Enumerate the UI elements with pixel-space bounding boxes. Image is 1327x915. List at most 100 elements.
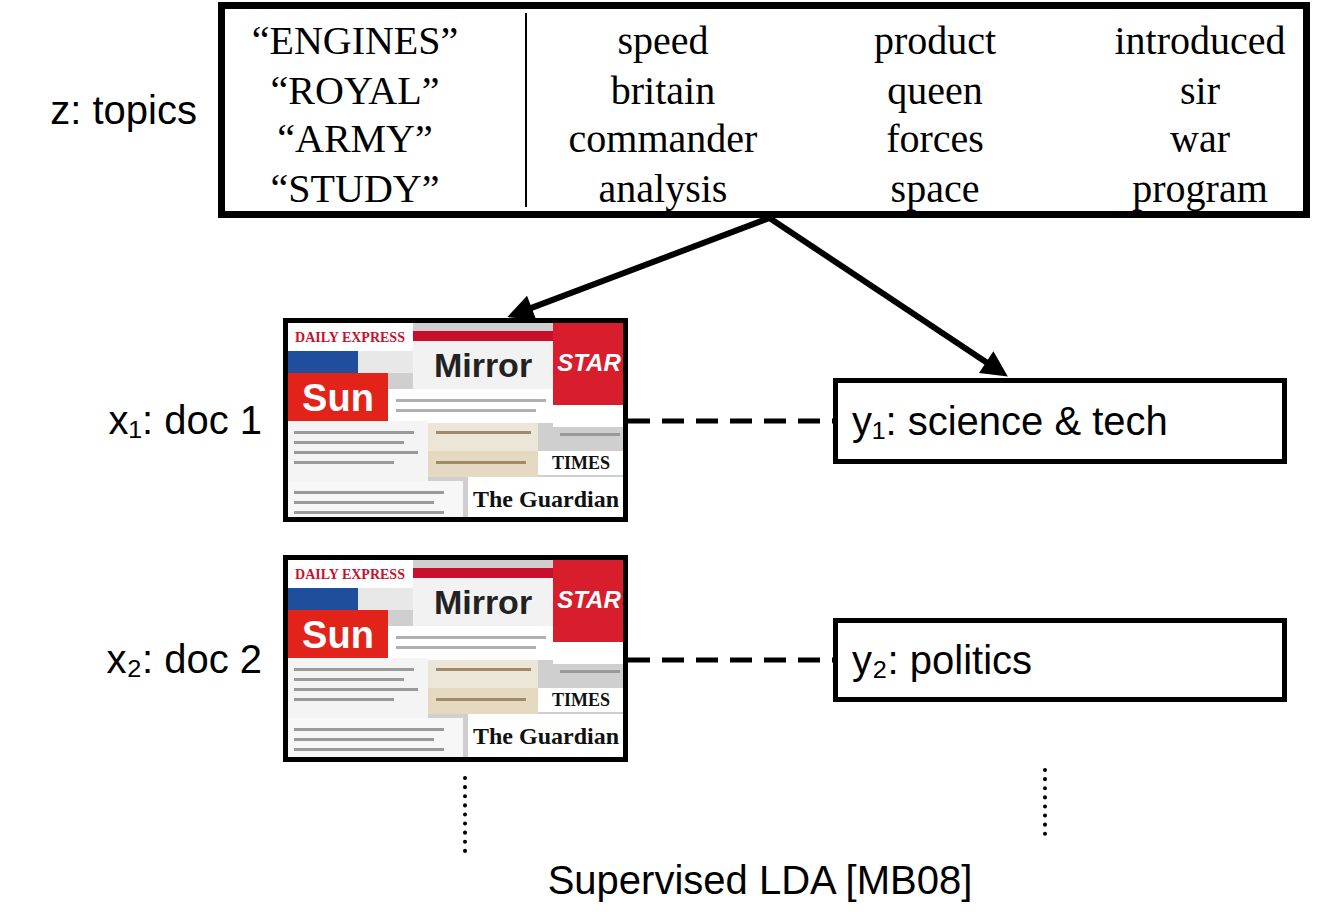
- collage-piece: [396, 409, 536, 412]
- topic-word: product: [874, 18, 996, 63]
- collage-piece: [538, 451, 623, 475]
- masthead-slot: The Guardian: [473, 486, 619, 513]
- dashed-link: [628, 658, 833, 663]
- collage-piece: [288, 610, 388, 658]
- collage-piece: [436, 461, 526, 464]
- collage-piece: [388, 626, 553, 660]
- collage-piece: [294, 511, 444, 514]
- collage-piece: [294, 728, 444, 731]
- masthead-slot: The Guardian: [473, 723, 619, 750]
- table-cell-slot: introduced: [1114, 17, 1285, 64]
- collage-piece: [288, 588, 358, 610]
- figure-caption: Supervised LDA [MB08]: [548, 858, 973, 902]
- document-image-box: x₁: doc 1DAILY EXPRESSMirrorSTARSunTIMES…: [283, 318, 628, 522]
- table-cell-slot: forces: [886, 115, 984, 162]
- collage-piece: [294, 431, 414, 434]
- topic-word: program: [1132, 166, 1268, 211]
- table-cell-slot: “ENGINES”: [252, 17, 459, 64]
- topic-name: “STUDY”: [271, 166, 440, 211]
- collage-piece: [294, 678, 404, 681]
- masthead-slot: TIMES: [552, 453, 610, 474]
- newspaper-masthead: Mirror: [434, 583, 532, 621]
- masthead-slot: STAR: [557, 586, 621, 614]
- topic-word: analysis: [599, 166, 728, 211]
- topic-table-box: z: topics“ENGINES”speedproductintroduced…: [218, 2, 1310, 218]
- collage-piece: [294, 748, 444, 751]
- newspaper-masthead: Sun: [302, 614, 374, 656]
- collage-piece: [294, 698, 394, 701]
- collage-piece: [413, 331, 553, 341]
- caption-slot: Supervised LDA [MB08]: [548, 858, 973, 903]
- table-cell-slot: speed: [617, 17, 708, 64]
- newspaper-masthead: DAILY EXPRESS: [295, 567, 405, 582]
- collage-piece: [553, 323, 623, 405]
- collage-piece: [560, 433, 620, 436]
- collage-piece: [396, 646, 536, 649]
- ellipsis-dots: [1043, 770, 1047, 842]
- collage-piece: [538, 688, 623, 712]
- collage-piece: [288, 323, 413, 351]
- node-heading: x₂: doc 2: [106, 636, 262, 680]
- table-separator: [525, 13, 527, 207]
- collage-piece: [294, 451, 418, 454]
- collage-piece: [288, 373, 388, 421]
- table-cell-slot: analysis: [599, 165, 728, 212]
- collage-piece: [428, 688, 538, 714]
- collage-piece: [413, 331, 553, 389]
- masthead-slot: Sun: [302, 614, 374, 657]
- table-cell-slot: “ARMY”: [277, 115, 433, 162]
- newspaper-masthead: Mirror: [434, 346, 532, 384]
- table-cell-slot: britain: [611, 67, 715, 114]
- arrow-connector: [769, 218, 993, 367]
- table-cell-slot: war: [1170, 115, 1230, 162]
- newspaper-masthead: The Guardian: [473, 486, 619, 512]
- topic-word: forces: [886, 116, 984, 161]
- topic-word: queen: [887, 68, 983, 113]
- topic-name: “ARMY”: [277, 116, 433, 161]
- newspaper-masthead: The Guardian: [473, 723, 619, 749]
- collage-piece: [396, 636, 546, 639]
- collage-piece: [428, 451, 538, 477]
- masthead-slot: DAILY EXPRESS: [295, 565, 405, 583]
- collage-piece: [553, 405, 623, 427]
- topic-word: britain: [611, 68, 715, 113]
- collage-piece: [294, 461, 394, 464]
- collage-piece: [294, 688, 418, 691]
- document-image-box: x₂: doc 2DAILY EXPRESSMirrorSTARSunTIMES…: [283, 555, 628, 762]
- collage-piece: [428, 423, 538, 451]
- collage-piece: [436, 431, 531, 434]
- newspaper-masthead: STAR: [557, 586, 621, 613]
- collage-piece: [288, 718, 463, 757]
- masthead-slot: TIMES: [552, 690, 610, 711]
- collage-piece: [428, 660, 538, 688]
- collage-piece: [294, 501, 434, 504]
- topic-name: “ROYAL”: [271, 68, 440, 113]
- collage-piece: [288, 481, 463, 517]
- collage-piece: [413, 568, 553, 626]
- topic-word: space: [891, 166, 980, 211]
- collage-piece: [288, 560, 623, 757]
- table-cell-slot: space: [891, 165, 980, 212]
- collage-piece: [413, 568, 553, 578]
- topic-word: introduced: [1114, 18, 1285, 63]
- ellipsis-dots: [463, 778, 467, 856]
- topic-word: war: [1170, 116, 1230, 161]
- newspaper-masthead: STAR: [557, 349, 621, 376]
- table-cell-slot: “ROYAL”: [271, 67, 440, 114]
- node-heading: z: topics: [50, 88, 197, 132]
- newspaper-masthead: Sun: [302, 377, 374, 419]
- collage-piece: [294, 491, 444, 494]
- masthead-slot: DAILY EXPRESS: [295, 328, 405, 346]
- newspaper-masthead: TIMES: [552, 453, 610, 473]
- topic-word: commander: [569, 116, 758, 161]
- collage-piece: [436, 668, 531, 671]
- node-heading: x₁: doc 1: [108, 398, 262, 442]
- collage-piece: [468, 714, 623, 757]
- dashed-link: [628, 419, 833, 424]
- collage-piece: [294, 668, 414, 671]
- arrow-connector: [524, 218, 770, 311]
- collage-piece: [358, 588, 413, 610]
- topic-word: sir: [1180, 68, 1220, 113]
